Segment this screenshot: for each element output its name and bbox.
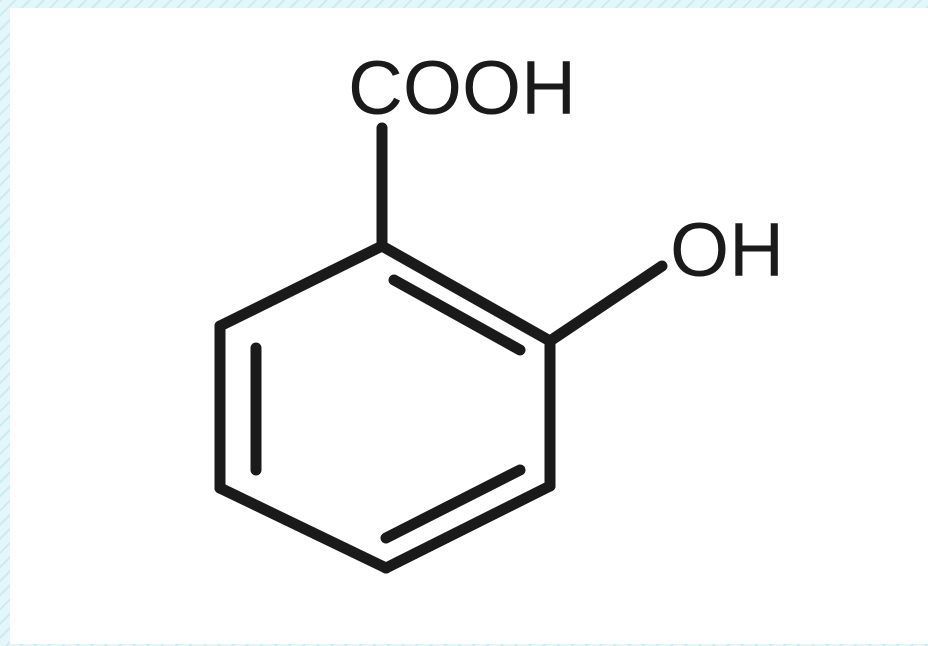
ring-bond-bottom-left [214,482,392,574]
bonds [214,122,668,574]
structure-panel: COOH OH [10,8,928,644]
ring-bond-top-left [214,240,388,332]
hydroxyl-bond [544,260,668,347]
ring-inner-double-bond-bottom [380,464,526,544]
ring-bond-bottom-right [380,480,556,574]
ring-inner-double-bond-top [388,274,526,356]
ring-bond-top-right [376,240,556,347]
salicylic-acid-structure: COOH OH [214,46,784,574]
carboxyl-label: COOH [348,46,576,131]
hydroxyl-label: OH [670,208,784,293]
